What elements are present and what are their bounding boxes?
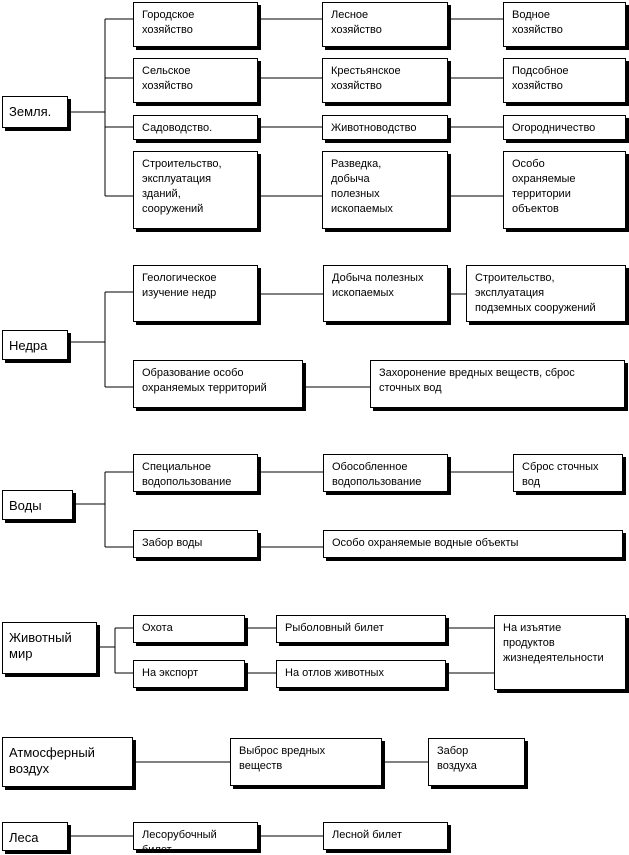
- node-peasant-farm: Крестьянское хозяйство: [322, 58, 448, 103]
- node-subsidiary-farm: Подсобное хозяйство: [503, 58, 626, 103]
- category-land: Земля.: [2, 96, 68, 128]
- category-animal-world: Животный мир: [2, 622, 97, 674]
- node-air-intake: Забор воздуха: [428, 738, 525, 786]
- node-livestock: Животноводство: [322, 115, 448, 140]
- node-gardening: Садоводство.: [133, 115, 258, 140]
- node-logging-ticket: Лесорубочный билет: [133, 822, 258, 850]
- category-water: Воды: [2, 490, 73, 520]
- node-construction: Строительство, эксплуатация зданий, соор…: [133, 151, 258, 229]
- node-forest-economy: Лесное хозяйство: [322, 2, 448, 47]
- node-wastewater-discharge: Сброс сточных вод: [513, 454, 623, 492]
- category-subsoil: Недра: [2, 330, 68, 360]
- node-agriculture: Сельское хозяйство: [133, 58, 258, 103]
- node-separate-water-use: Обособленное водопользование: [323, 454, 448, 492]
- node-water-economy: Водное хозяйство: [503, 2, 626, 47]
- node-water-intake: Забор воды: [133, 530, 258, 558]
- node-protected-formation: Образование особо охраняемых территорий: [133, 360, 303, 408]
- node-geological-study: Геологическое изучение недр: [133, 265, 258, 322]
- node-urban-economy: Городское хозяйство: [133, 2, 258, 47]
- node-animal-capture: На отлов животных: [276, 660, 446, 688]
- node-special-water-use: Специальное водопользование: [133, 454, 258, 492]
- node-mining: Разведка, добыча полезных ископаемых: [322, 151, 448, 229]
- node-underground-construction: Строительство, эксплуатация подземных со…: [466, 265, 626, 322]
- node-hunting: Охота: [133, 615, 245, 643]
- node-vegetable-growing: Огородничество: [503, 115, 626, 140]
- node-harmful-emission: Выброс вредных веществ: [230, 738, 382, 786]
- node-waste-products-withdrawal: На изъятие продуктов жизнедеятельности: [494, 615, 626, 690]
- category-forests: Леса: [2, 822, 68, 851]
- node-protected-water-objects: Особо охраняемые водные объекты: [323, 530, 623, 558]
- node-forest-ticket: Лесной билет: [323, 822, 448, 850]
- node-fishing-ticket: Рыболовный билет: [276, 615, 446, 643]
- node-export: На экспорт: [133, 660, 245, 688]
- node-mineral-extraction: Добыча полезных ископаемых: [323, 265, 448, 322]
- node-waste-burial: Захоронение вредных веществ, сброс сточн…: [370, 360, 625, 408]
- category-atmospheric-air: Атмосферный воздух: [2, 737, 133, 787]
- node-protected-territories: Особо охраняемые территории объектов: [503, 151, 626, 229]
